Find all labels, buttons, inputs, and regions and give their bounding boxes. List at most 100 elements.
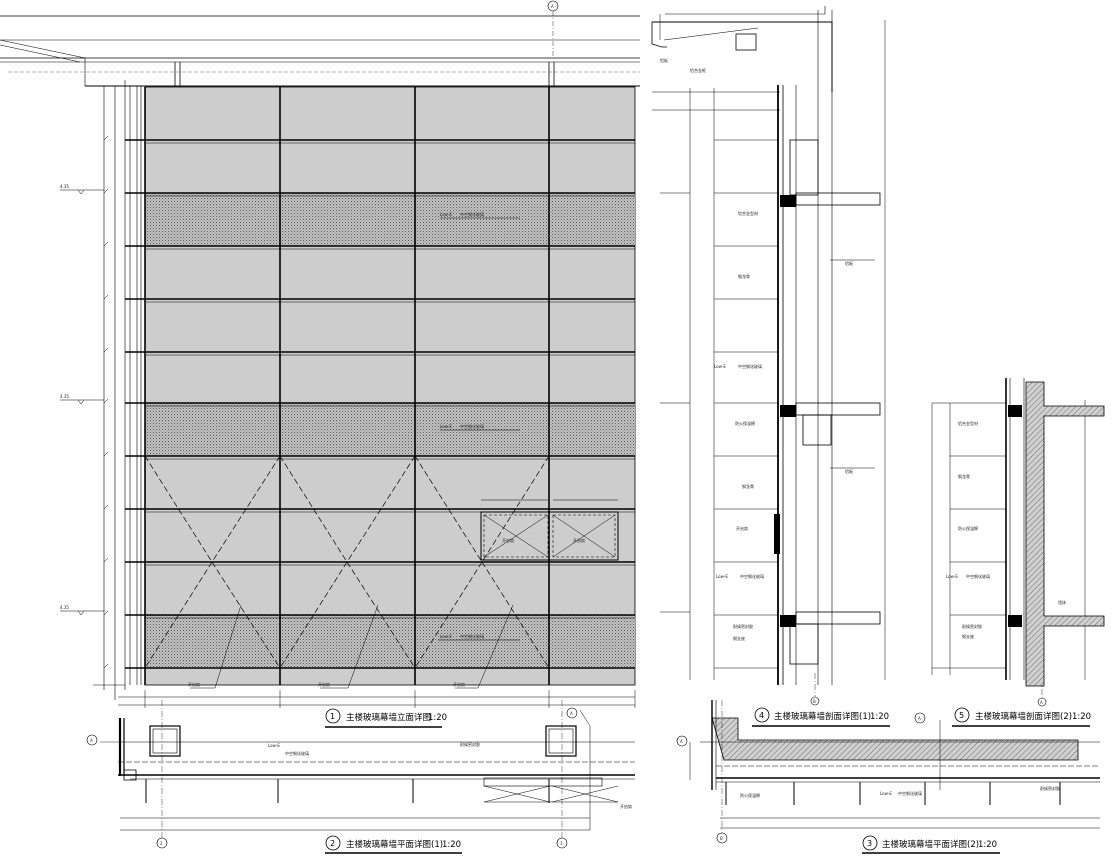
caption-view-1: 1 主楼玻璃幕墙立面详图 1:20 xyxy=(325,708,447,728)
svg-text:4.35: 4.35 xyxy=(60,394,69,399)
svg-text:中空钢化玻璃: 中空钢化玻璃 xyxy=(285,750,309,756)
plan2-insulation: 防火保温棉 xyxy=(740,792,760,798)
svg-text:铝合金框: 铝合金框 xyxy=(690,67,706,73)
svg-text:B: B xyxy=(720,836,723,841)
caption-view-2: 2 主楼玻璃幕墙平面详图(1) 1:20 xyxy=(325,835,462,854)
svg-text:A: A xyxy=(1040,700,1043,705)
svg-text:开启扇: 开启扇 xyxy=(453,681,465,687)
svg-text:Low-E: Low-E xyxy=(440,634,452,639)
svg-text:3: 3 xyxy=(560,841,563,846)
spandrel-band-3 xyxy=(145,615,635,668)
note-glass-3: 中空钢化玻璃 xyxy=(460,633,484,639)
svg-text:1:20: 1:20 xyxy=(870,712,889,722)
sec1-note-panel-2: 铝板 xyxy=(845,468,853,474)
plan1-glass: 中空钢化玻璃 xyxy=(285,750,309,756)
svg-text:Low-E: Low-E xyxy=(440,212,452,217)
svg-text:开启扇: 开启扇 xyxy=(573,537,585,543)
note-opening-4: 开启扇 xyxy=(318,681,330,687)
svg-text:中空钢化玻璃: 中空钢化玻璃 xyxy=(460,633,484,639)
svg-text:4.35: 4.35 xyxy=(60,605,69,610)
svg-text:1:20: 1:20 xyxy=(1072,712,1091,722)
axis-bubble-plan2-top: A xyxy=(914,712,926,724)
svg-text:防火保温棉: 防火保温棉 xyxy=(958,525,978,531)
svg-text:开启扇: 开启扇 xyxy=(318,681,330,687)
level-markers xyxy=(60,189,104,616)
note-glass-2: 中空钢化玻璃 xyxy=(460,423,484,429)
note-opening-5: 开启扇 xyxy=(453,681,465,687)
axis-bubble-plan2-bottom: B xyxy=(716,832,728,844)
sec1-note-steel: 钢龙骨 xyxy=(738,273,750,279)
sec1-note-glass-2: 中空钢化玻璃 xyxy=(740,573,764,579)
axis-bubble-sec2: A xyxy=(1037,697,1047,707)
svg-text:主楼玻璃幕墙立面详图: 主楼玻璃幕墙立面详图 xyxy=(346,712,431,723)
svg-text:钢支座: 钢支座 xyxy=(733,635,745,641)
svg-text:墙体: 墙体 xyxy=(1058,599,1066,605)
axis-bubble-plan1-3: 3 xyxy=(556,837,568,849)
svg-text:中空钢化玻璃: 中空钢化玻璃 xyxy=(966,573,990,579)
spandrel-band-1 xyxy=(145,193,635,246)
svg-text:中空钢化玻璃: 中空钢化玻璃 xyxy=(740,573,764,579)
sec1-note-sealant: 耐候密封胶 xyxy=(733,623,753,629)
svg-text:开启扇: 开启扇 xyxy=(188,681,200,687)
note-lowe-1: Low-E xyxy=(440,212,452,217)
svg-text:Low-E: Low-E xyxy=(714,364,726,369)
plan1-lowe: Low-E xyxy=(268,743,280,748)
svg-text:主楼玻璃幕墙平面详图(1): 主楼玻璃幕墙平面详图(1) xyxy=(346,839,443,850)
svg-text:4: 4 xyxy=(759,711,764,720)
sec2-note-bracket: 钢支座 xyxy=(962,633,974,639)
section-view-2: 铝合金型材 钢龙骨 防火保温棉 Low-E 中空钢化玻璃 耐候密封胶 钢支座 墙… xyxy=(931,378,1105,707)
svg-text:中空钢化玻璃: 中空钢化玻璃 xyxy=(898,790,922,796)
svg-text:耐候密封胶: 耐候密封胶 xyxy=(1040,785,1060,791)
sec1-note-aluminium: 铝合金型材 xyxy=(738,210,758,216)
svg-text:B: B xyxy=(813,699,816,704)
plan2-hatched-slab xyxy=(711,717,1079,761)
svg-text:钢龙骨: 钢龙骨 xyxy=(738,273,750,279)
plan2-glass: 中空钢化玻璃 xyxy=(898,790,922,796)
sec1-note-cap: 铝板 xyxy=(660,57,668,63)
glass-field xyxy=(144,86,636,686)
sec2-note-glass: 中空钢化玻璃 xyxy=(966,573,990,579)
sec1-note-insulation: 防火保温棉 xyxy=(735,420,755,426)
spandrel-band-2 xyxy=(145,403,635,456)
svg-text:2: 2 xyxy=(330,839,335,848)
sec1-note-lowe-2: Low-E xyxy=(716,574,728,579)
svg-text:A: A xyxy=(90,738,93,743)
note-lowe-2: Low-E xyxy=(440,424,452,429)
note-opening-1: 开启扇 xyxy=(502,537,514,543)
opening-sash-lines xyxy=(144,455,550,669)
sec2-note-lowe: Low-E xyxy=(946,574,958,579)
svg-text:3: 3 xyxy=(867,839,872,848)
svg-text:1:20: 1:20 xyxy=(428,713,447,723)
sec2-note-sealant: 耐候密封胶 xyxy=(962,623,982,629)
axis-bubble-plan1-top: A xyxy=(566,707,578,719)
transoms xyxy=(125,139,635,669)
svg-text:A: A xyxy=(570,711,573,716)
sec1-note-lowe: Low-E xyxy=(714,364,726,369)
axis-bubble-sec1: B xyxy=(810,696,820,706)
svg-text:主楼玻璃幕墙剖面详图(1): 主楼玻璃幕墙剖面详图(1) xyxy=(774,711,871,722)
caption-view-3: 3 主楼玻璃幕墙平面详图(2) 1:20 xyxy=(862,835,1000,854)
top-beam xyxy=(0,15,640,87)
sec2-note-wall: 墙体 xyxy=(1058,599,1066,605)
sec1-note-steel-2: 钢龙骨 xyxy=(742,483,754,489)
plan-view-1: Low-E 中空钢化玻璃 耐候密封胶 开启扇 A A 2 3 xyxy=(86,700,635,849)
note-glass-1: 中空钢化玻璃 xyxy=(460,211,484,217)
svg-text:耐候密封胶: 耐候密封胶 xyxy=(460,741,480,747)
svg-text:铝板: 铝板 xyxy=(660,57,668,63)
svg-text:开启扇: 开启扇 xyxy=(502,537,514,543)
svg-text:开启扇: 开启扇 xyxy=(620,803,632,809)
axis-bubble-top-A: A xyxy=(547,0,559,58)
sec2-note-aluminium: 铝合金型材 xyxy=(958,420,978,426)
note-lowe-3: Low-E xyxy=(440,634,452,639)
elevation-view: 4.35 4.35 4.35 xyxy=(0,0,640,708)
svg-text:中空钢化玻璃: 中空钢化玻璃 xyxy=(460,211,484,217)
svg-text:A: A xyxy=(918,716,921,721)
plan2-lowe: Low-E xyxy=(880,791,892,796)
sec1-note-bracket: 钢支座 xyxy=(733,635,745,641)
svg-text:铝合金型材: 铝合金型材 xyxy=(958,420,978,426)
svg-text:中空钢化玻璃: 中空钢化玻璃 xyxy=(738,363,762,369)
svg-text:防火保温棉: 防火保温棉 xyxy=(740,792,760,798)
svg-text:Low-E: Low-E xyxy=(440,424,452,429)
sec1-note-glass: 中空钢化玻璃 xyxy=(738,363,762,369)
